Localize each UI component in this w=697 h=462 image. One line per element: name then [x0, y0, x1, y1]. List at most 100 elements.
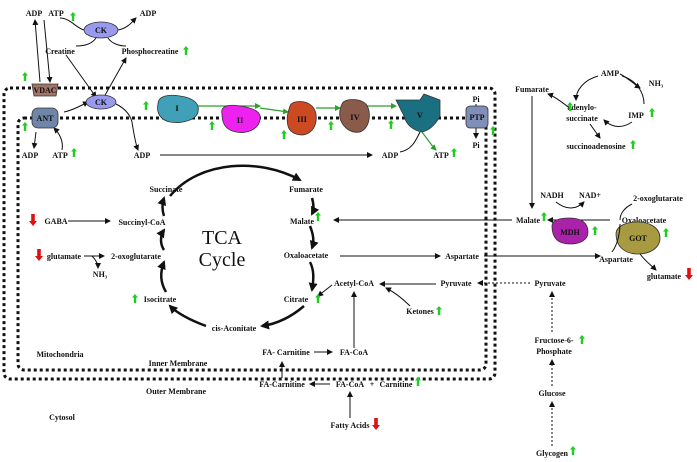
edge-ck-creatine [75, 37, 97, 47]
ptp-label: PTP [469, 113, 484, 122]
edge-atp-to-vdac [43, 19, 53, 83]
up-arrow-icon [436, 306, 442, 315]
up-arrow-icon [281, 130, 287, 139]
tca-arc-citrate-cisaconitate [260, 305, 305, 330]
complex-iii-label: III [297, 114, 308, 124]
up-arrow-icon [630, 140, 636, 149]
adenylosuccinate-label-1: adenylo- [567, 103, 597, 112]
succinate-label: Succinate [150, 185, 183, 194]
got-enzyme [615, 221, 661, 255]
nadh-label: NADH [540, 191, 564, 200]
up-arrow-icon [579, 335, 585, 344]
outer-membrane-boundary [2, 86, 497, 381]
glucose-label: Glucose [538, 389, 566, 398]
up-arrow-icon [132, 294, 138, 303]
tca-arc-isocitrate-oxoglutarate [157, 260, 168, 293]
edge-got-glutamate [639, 253, 657, 271]
cis-aconitate-label: cis-Aconitate [212, 324, 257, 333]
up-arrow-icon [70, 12, 76, 21]
pyruvate-cyto-label: Pyruvate [534, 279, 566, 288]
complex-v [395, 93, 441, 133]
atp-left-label: ATP [52, 151, 68, 160]
acetyl-coa-label: Acetyl-CoA [334, 279, 374, 288]
edge-amp-adenylosuccinate [573, 75, 599, 101]
aspartate-cyto-label: Aspartate [599, 255, 633, 264]
complex-iv-label: IV [350, 112, 360, 122]
atp-top-left-label: ATP [48, 9, 64, 18]
f6p-label-2: Phosphate [536, 347, 572, 356]
tca-title-line2: Cycle [199, 249, 246, 271]
adp-top-left-label: ADP [26, 9, 43, 18]
edge-acetylcoa-citrate [317, 284, 333, 297]
ptp-channel [465, 105, 489, 129]
tca-arc-malate-oxaloacetate [308, 225, 319, 250]
f6p-label-1: Fructose-6- [534, 336, 573, 345]
oxaloacetate-cyto-label: Oxaloacetate [622, 216, 667, 225]
adp-top-right-label: ADP [140, 9, 157, 18]
ketones-label: Ketones [406, 307, 434, 316]
edge-ant-to-ck [63, 101, 89, 113]
down-arrow-icon [35, 249, 43, 261]
up-arrow-icon [315, 212, 321, 221]
vdac-channel [31, 83, 59, 97]
etc-edge-2 [259, 107, 289, 115]
tca-arc-succinate-fumarate [169, 164, 302, 197]
edge-to-adp-mid [131, 121, 139, 151]
citrate-label: Citrate [284, 295, 309, 304]
adp-left-label: ADP [22, 151, 39, 160]
down-arrow-icon [685, 268, 693, 280]
mitochondria-label: Mitochondria [36, 350, 83, 359]
down-arrow-icon [372, 418, 380, 430]
outer-membrane-label: Outer Membrane [146, 387, 207, 396]
complex-iii [286, 101, 317, 136]
plus-label: + [370, 380, 375, 389]
edge-oxoglutarate-got [619, 203, 633, 221]
edge-glutamate-nh3 [91, 255, 101, 269]
tca-arc-succinylcoa-succinate [157, 196, 167, 217]
up-arrow-icon [570, 446, 576, 455]
glutamate-left-label: glutamate [47, 252, 82, 261]
fumarate-cyto-label: Fumarate [515, 85, 549, 94]
up-arrow-icon [490, 126, 496, 135]
ck-mid-label: CK [95, 98, 108, 107]
inner-membrane-label: Inner Membrane [149, 359, 208, 368]
nh3-left-label: NH₃ [93, 270, 108, 279]
edge-creatine-to-ck-mid [65, 54, 97, 98]
adp-right-label: ADP [382, 151, 399, 160]
edge-amp-nh3 [619, 73, 641, 89]
complex-iv [339, 99, 370, 133]
got-label: GOT [629, 234, 647, 243]
pi-top-label: Pi [472, 95, 480, 104]
up-arrow-icon [663, 228, 669, 237]
succinyl-coa-label: Succinyl-CoA [118, 218, 165, 227]
complex-v-label: V [417, 110, 424, 120]
glycogen-label: Glycogen [536, 449, 569, 458]
tca-arc-fumarate-malate [310, 197, 320, 216]
imp-label: IMP [628, 111, 644, 120]
ant-label: ANT [37, 114, 55, 123]
edge-ck-mid-to-phosphocreatine [103, 57, 127, 98]
tca-title-line1: TCA [202, 227, 243, 249]
fatty-acids-label: Fatty Acids [331, 421, 370, 430]
edge-ant-to-adp [31, 131, 38, 149]
up-arrows [22, 12, 669, 455]
up-arrow-icon [451, 148, 457, 157]
edge-aspartate-got [611, 223, 621, 253]
tca-arc-cisaconitate-isocitrate [168, 304, 207, 328]
gaba-label: GABA [44, 217, 67, 226]
edge-adenylosuccinate-succinoadenosine [589, 123, 601, 139]
edge-adp-to-complex-v [399, 131, 421, 153]
adenylosuccinate-label-2: succinate [566, 114, 598, 123]
up-arrow-icon [541, 212, 547, 221]
edge-atp-to-ck [59, 17, 85, 31]
malate-tca-label: Malate [290, 217, 314, 226]
edge-ck-to-adp [117, 17, 137, 31]
up-arrow-icon [22, 122, 28, 131]
fa-coa-outer-label: FA-CoA [336, 380, 365, 389]
edge-ck-phosphocreatine [107, 37, 127, 47]
ck-top-label: CK [95, 26, 108, 35]
oxoglutarate-cyto-label: 2-oxoglutarate [633, 194, 683, 203]
carnitine-label: Carnitine [380, 380, 413, 389]
